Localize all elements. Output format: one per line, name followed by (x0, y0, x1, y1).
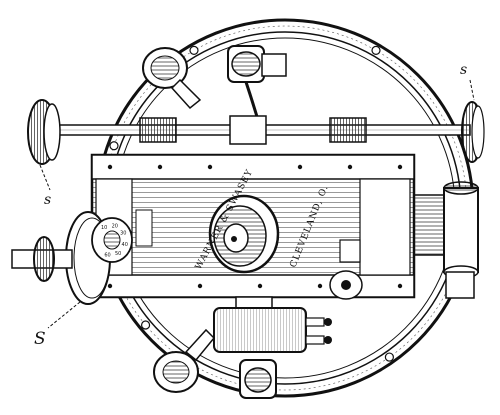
body-screw (297, 164, 303, 170)
ring-screw (189, 45, 199, 55)
body-screw (157, 164, 163, 170)
body-screw (347, 164, 353, 170)
ring-screw (109, 141, 119, 151)
left-shaft (11, 236, 73, 282)
horizontal-rod (49, 115, 471, 145)
ring-screw (371, 45, 381, 55)
right-wheel-label: s (460, 62, 467, 78)
central-objective (208, 194, 280, 274)
right-milled-wheel (461, 101, 485, 163)
body-screw (397, 164, 403, 170)
lower-left-leader (47, 301, 81, 329)
dial-number: 40 (122, 242, 128, 248)
body-screw (397, 283, 403, 289)
body-screw (317, 283, 323, 289)
lower-left-label: S (34, 329, 46, 349)
dial-number: 60 (104, 252, 110, 258)
dial-number: 20 (112, 224, 118, 230)
ring-screw (140, 320, 151, 330)
body-screws (107, 164, 403, 289)
right-bracket (329, 194, 445, 300)
body-screw (107, 164, 113, 170)
dial-number: 30 (120, 231, 126, 237)
body-screw (197, 283, 203, 289)
bottom-cylinder (213, 296, 332, 353)
top-eyepiece (227, 45, 287, 121)
right-wheel-leader (469, 79, 475, 101)
ring-screw (384, 352, 394, 362)
left-milled-wheel (27, 99, 61, 165)
bottom-left-knob (153, 328, 216, 393)
left-wheel-label: s (44, 192, 51, 208)
dial-number: 50 (115, 251, 121, 257)
body-screw (207, 164, 213, 170)
right-cylinder (443, 181, 479, 299)
body-screw (257, 283, 263, 289)
body-screw (107, 283, 113, 289)
dial-number: 10 (101, 225, 107, 231)
bottom-lens (239, 359, 277, 399)
left-wheel-leader (39, 164, 51, 191)
top-left-knob (142, 47, 202, 110)
